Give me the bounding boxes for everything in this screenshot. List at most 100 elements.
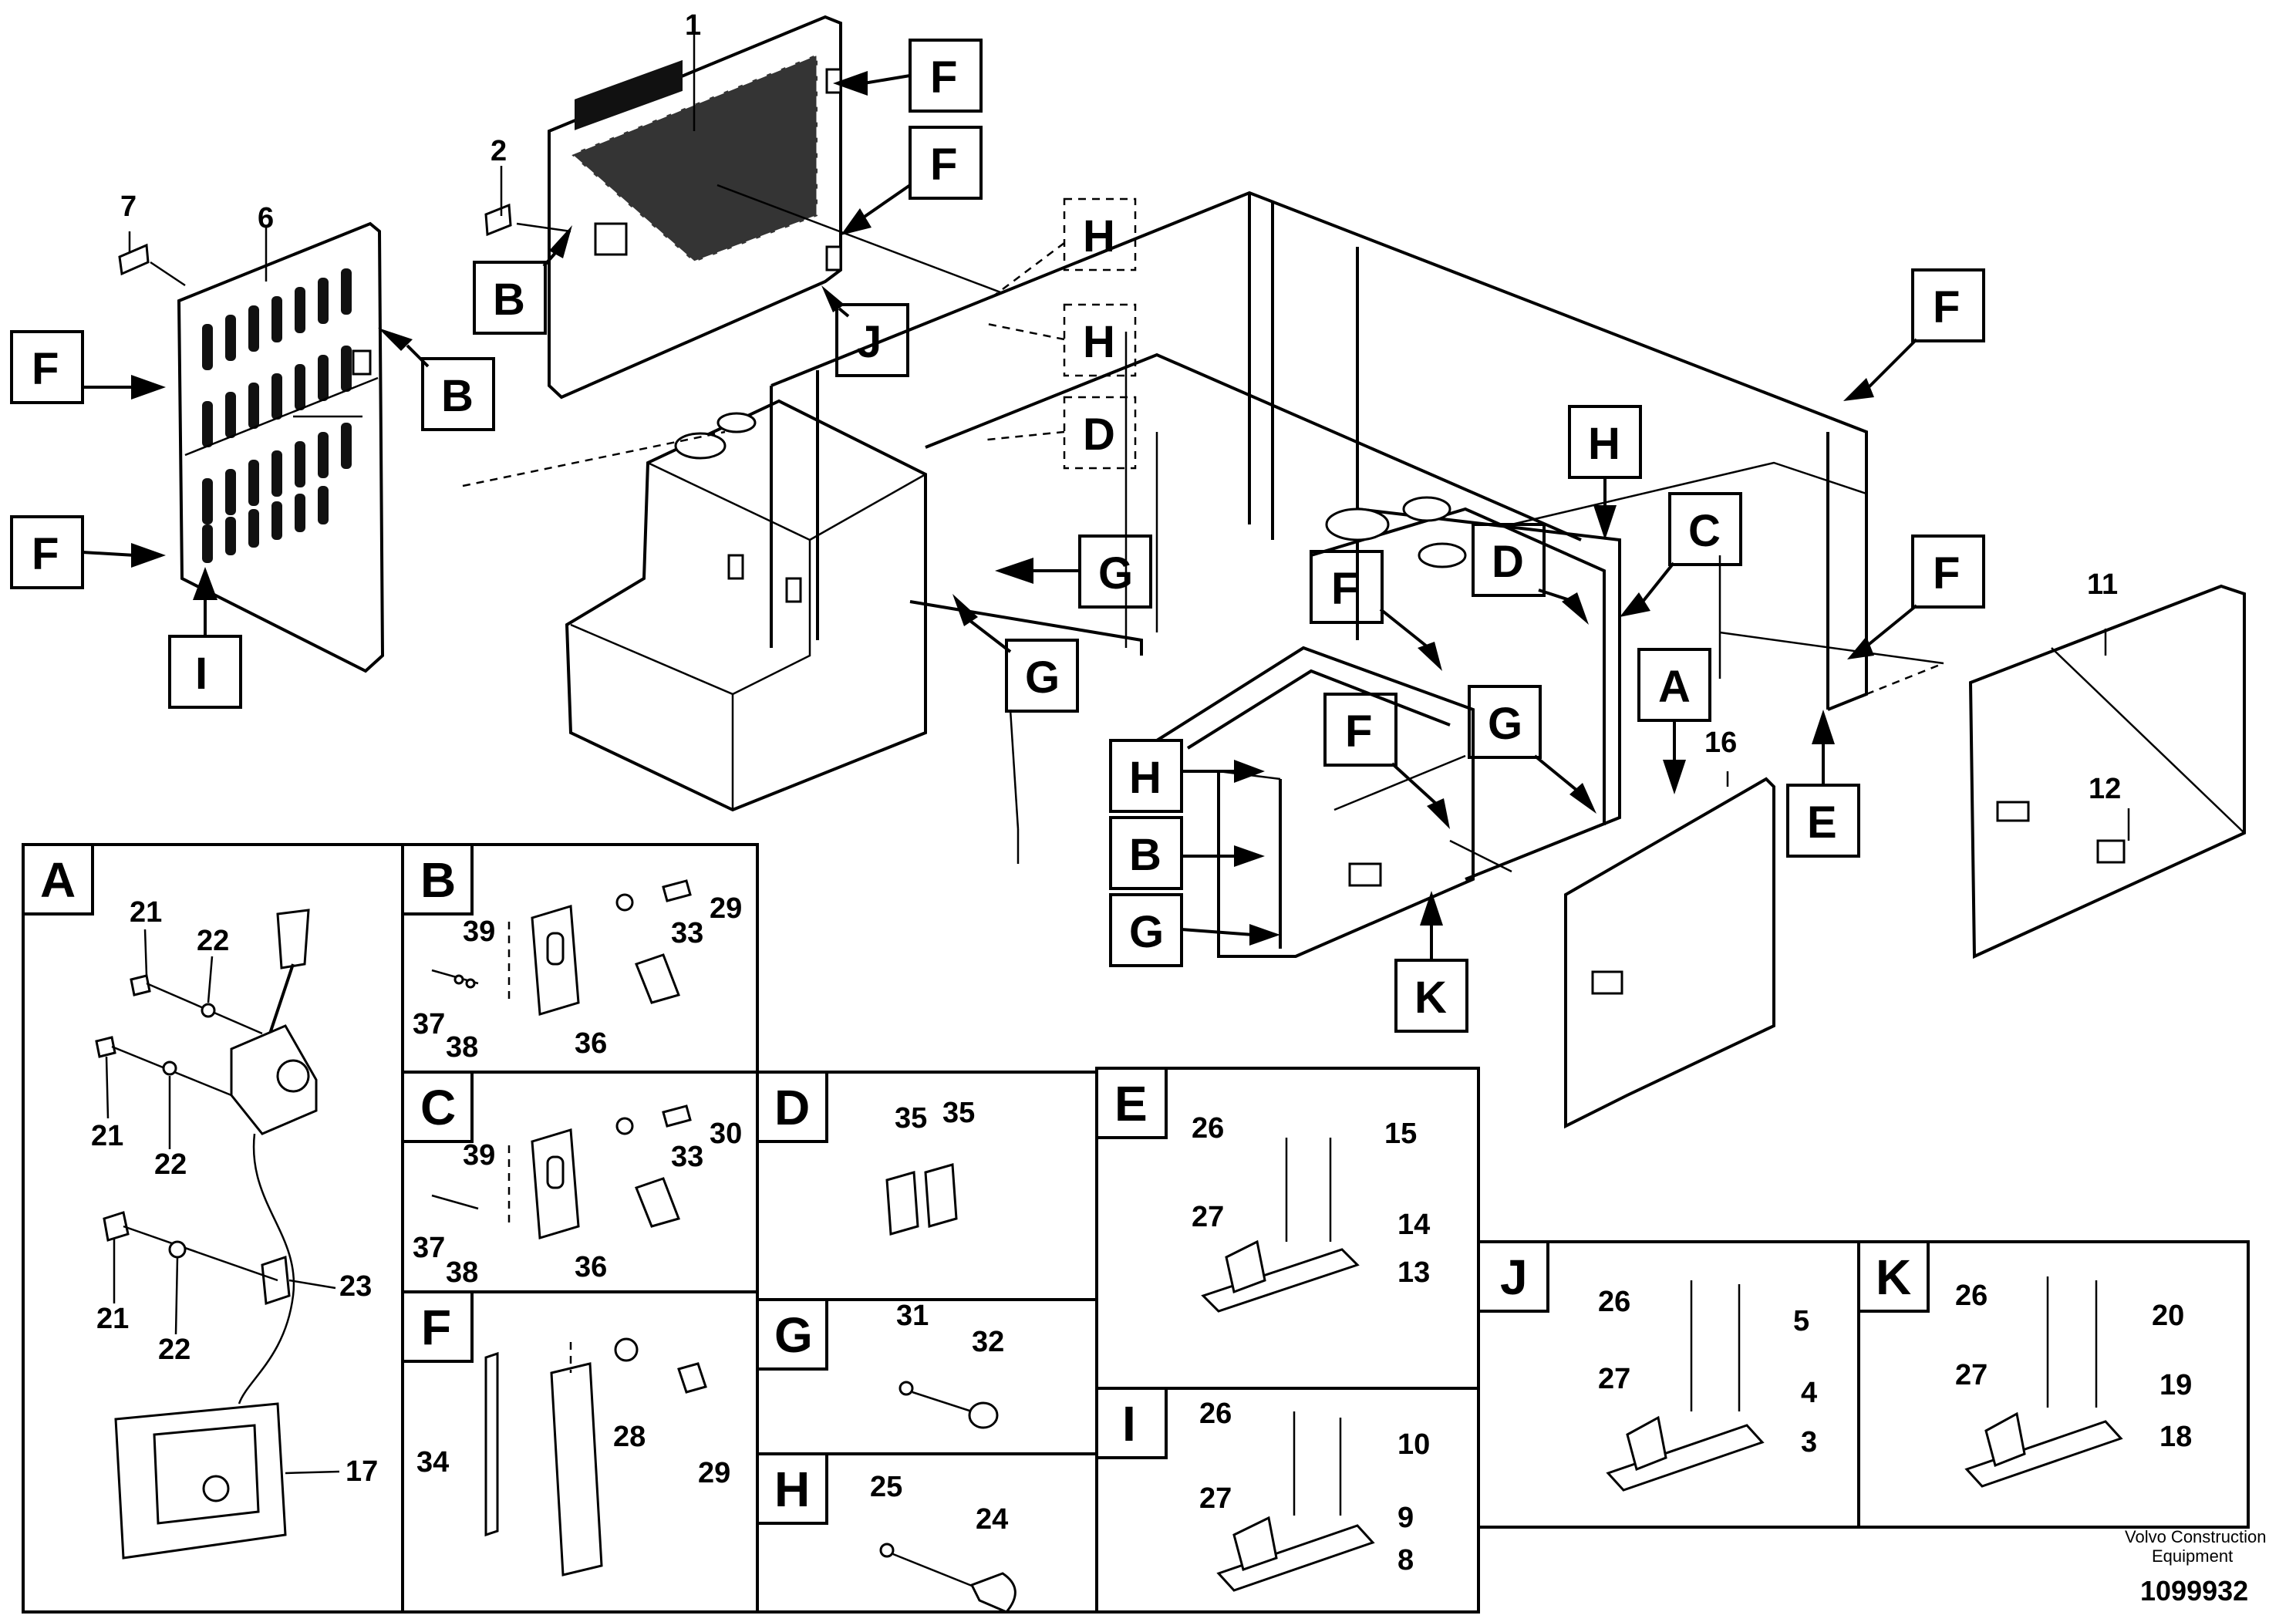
svg-text:F: F [1933, 282, 1960, 332]
callout-d: D [1063, 396, 1137, 470]
callout-d: D [1472, 523, 1589, 625]
callout-f: F [833, 39, 983, 113]
part-number: 8 [1397, 1544, 1414, 1576]
part-number: 5 [1793, 1305, 1809, 1337]
part-number: 37 [413, 1232, 445, 1264]
main-exploded-view: 1 2 6 7 11 12 16 F F F [10, 9, 2246, 1129]
part-number: 27 [1955, 1359, 1988, 1391]
svg-text:F: F [1331, 564, 1358, 614]
svg-text:H: H [1083, 317, 1115, 367]
svg-text:H: H [1083, 211, 1115, 261]
part-number: 29 [698, 1457, 730, 1489]
part-number: 18 [2159, 1421, 2192, 1453]
callout-c: C [1620, 492, 1742, 617]
svg-text:D: D [1083, 410, 1115, 460]
plate-7 [118, 243, 150, 276]
svg-text:C: C [420, 1080, 456, 1135]
part-number: 39 [463, 916, 495, 948]
callout-h: H [1063, 197, 1137, 271]
part-numbers: 1 2 6 7 11 12 16 [120, 9, 2121, 805]
svg-text:B: B [441, 371, 474, 421]
part-number: 39 [463, 1139, 495, 1172]
part-number: 9 [1397, 1502, 1414, 1534]
svg-text:F: F [1933, 548, 1960, 599]
svg-text:F: F [32, 344, 59, 394]
detail-panel-b: B 39 33 29 37 38 36 [401, 843, 759, 1074]
callout-boxes: F F F F F [10, 39, 1985, 1033]
part-number: 20 [2152, 1300, 2184, 1332]
door-panel-6 [177, 221, 385, 673]
part-number: 13 [1397, 1256, 1430, 1289]
company-name-line1: Volvo Construction [2125, 1527, 2266, 1546]
part-number: 22 [154, 1148, 187, 1181]
svg-text:D: D [1492, 537, 1524, 587]
callout-i: I [168, 567, 242, 709]
part-number: 24 [976, 1503, 1008, 1536]
detail-panel-i: I 26 10 27 9 8 [1095, 1387, 1480, 1614]
part-number: 21 [96, 1303, 129, 1335]
callout-a: A [1637, 648, 1711, 794]
part-number: 1 [685, 9, 701, 42]
part-number: 26 [1199, 1398, 1232, 1430]
callout-h: H [1109, 739, 1265, 813]
detail-panel-j: J 26 5 27 4 3 [1477, 1240, 1860, 1529]
part-number: 30 [710, 1118, 742, 1150]
svg-text:E: E [1114, 1076, 1148, 1131]
part-number: 15 [1384, 1118, 1417, 1150]
part-number: 27 [1192, 1201, 1224, 1233]
callout-f: F [1323, 693, 1450, 829]
detail-panel-c: C 39 33 30 37 38 36 [401, 1071, 759, 1293]
detail-panel-f: F 34 28 29 [401, 1290, 759, 1614]
part-number: 36 [575, 1251, 607, 1283]
part-number: 26 [1192, 1112, 1224, 1145]
svg-text:A: A [40, 852, 76, 908]
part-number: 27 [1199, 1482, 1232, 1515]
svg-text:H: H [1588, 419, 1620, 469]
callout-j: J [821, 285, 909, 377]
front-frame [1155, 496, 1606, 958]
part-number: 38 [446, 1256, 478, 1289]
svg-text:F: F [32, 529, 59, 579]
part-number: 21 [130, 896, 162, 929]
callout-f: F [841, 126, 983, 235]
footer: Volvo Construction Equipment 1099932 [2125, 1527, 2266, 1607]
part-number: 7 [120, 191, 137, 223]
svg-text:J: J [857, 317, 882, 367]
callout-g: G [952, 594, 1079, 713]
svg-text:F: F [1345, 706, 1372, 757]
part-number: 26 [1955, 1280, 1988, 1312]
part-number: 31 [896, 1300, 929, 1332]
part-number: 27 [1598, 1363, 1630, 1395]
part-number: 38 [446, 1031, 478, 1064]
svg-text:G: G [1025, 653, 1060, 703]
svg-text:H: H [1129, 753, 1161, 803]
part-number: 21 [91, 1120, 123, 1152]
document-number: 1099932 [2140, 1575, 2248, 1607]
callout-g: G [1468, 685, 1596, 814]
callout-g: G [1109, 893, 1280, 967]
part-number: 11 [2087, 568, 2118, 601]
part-number: 6 [258, 202, 274, 234]
part-number: 3 [1801, 1426, 1817, 1458]
part-number: 29 [710, 892, 742, 925]
callout-h: H [1568, 405, 1642, 540]
callout-f: F [1847, 534, 1985, 659]
svg-text:K: K [1414, 973, 1447, 1023]
side-panel-11 [1968, 584, 2246, 959]
detail-panel-d: D 35 35 [756, 1071, 1098, 1301]
callout-h: H [1063, 303, 1137, 377]
detail-panel-e: E 26 15 27 14 13 [1095, 1067, 1480, 1390]
svg-text:G: G [1098, 548, 1133, 599]
svg-text:B: B [493, 275, 525, 325]
leader-lines [128, 31, 2130, 873]
svg-text:B: B [1129, 830, 1161, 880]
callout-f: F [1843, 268, 1985, 401]
detail-panel-h: H 25 24 [756, 1452, 1098, 1614]
detail-panel-a: A 21 22 21 22 23 [22, 843, 404, 1614]
door-panel-1 [548, 15, 842, 400]
company-name-line2: Equipment [2152, 1546, 2233, 1566]
svg-text:F: F [930, 140, 957, 190]
part-number: 26 [1598, 1286, 1630, 1318]
callout-f: F [10, 515, 166, 589]
